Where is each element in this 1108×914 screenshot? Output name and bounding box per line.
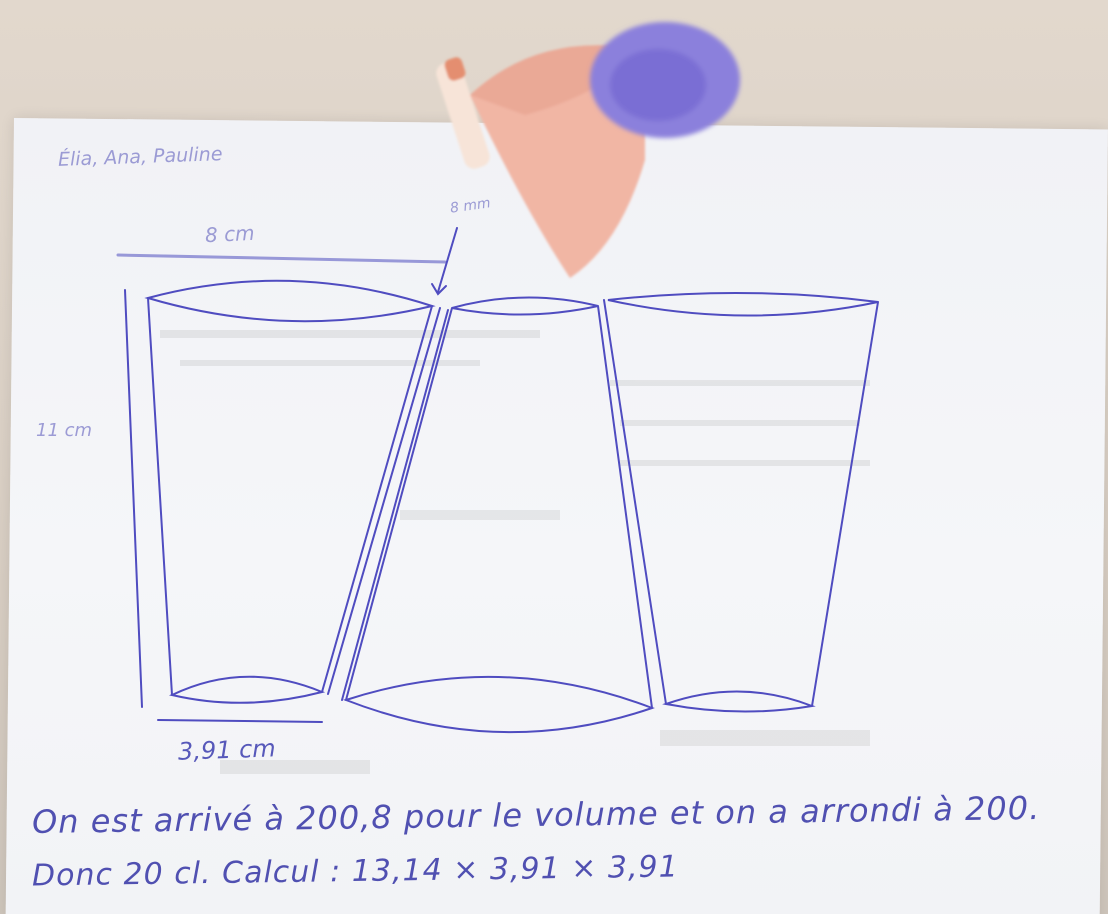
top-dimension-line [116, 253, 447, 264]
gap-arrow-head [431, 283, 447, 296]
height-dimension-line [124, 289, 143, 708]
paper-stick [436, 61, 490, 169]
piece1-left-edge [147, 297, 173, 696]
purple-disc-center [610, 49, 706, 121]
bottom-dimension-line [157, 719, 323, 723]
paper-cone-cup [436, 22, 740, 279]
top-length-label: 8 cm [204, 220, 256, 248]
piece2-top-ellipse [451, 296, 599, 316]
height-label: 11 cm [36, 420, 93, 441]
piece1-right-edge [321, 305, 433, 693]
gap-arrow-line [437, 227, 458, 293]
piece3-bottom-ellipse [662, 690, 816, 713]
piece2-bottom-ellipse [343, 675, 655, 734]
connector-edge-a [327, 307, 441, 695]
stick-tip [444, 57, 466, 81]
piece1-bottom-ellipse [168, 675, 326, 704]
piece2-right-edge [597, 305, 653, 709]
cup-net-lines [116, 227, 879, 734]
piece3-top-ellipse [607, 291, 879, 317]
bottom-length-label: 3,91 cm [177, 734, 277, 766]
piece2-left-edge [345, 307, 453, 701]
piece3-left-edge [603, 299, 667, 705]
connector-edge-b [341, 309, 449, 701]
piece1-top-ellipse [144, 279, 436, 323]
piece3-right-edge [811, 301, 879, 707]
